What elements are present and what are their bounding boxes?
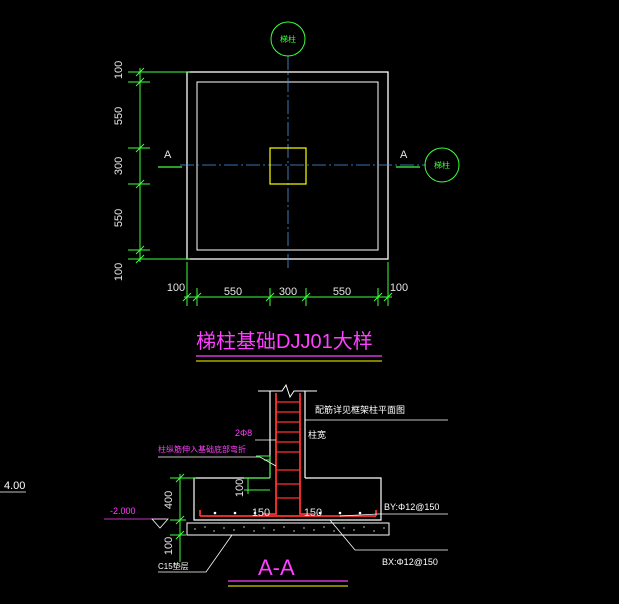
dim-150-left: 150	[252, 507, 270, 519]
cushion-layer	[186, 522, 390, 536]
leader-c15	[158, 534, 233, 573]
section-title: A-A	[258, 555, 295, 580]
note-by: BY:Φ12@150	[384, 502, 439, 512]
vdim-4: 100	[113, 263, 125, 281]
foundation-outline-outer	[186, 71, 389, 260]
hdim-0: 100	[167, 282, 185, 294]
section-mark-left: A	[164, 149, 172, 161]
hdim-4: 100	[390, 282, 408, 294]
hdim-2: 300	[279, 286, 297, 298]
detail-title-text: 梯柱基础DJJ01大样	[196, 330, 373, 353]
vertical-dimension	[128, 67, 190, 264]
section-height-dim	[170, 473, 196, 562]
foundation-outline-inner	[196, 81, 379, 251]
axis-label-right: 梯柱	[434, 160, 450, 170]
elevation-left: 4.00	[4, 480, 25, 492]
note-top: 配筋详见框架柱平面图	[315, 404, 405, 415]
note-c15: C15垫层	[158, 561, 189, 571]
vdim-0: 100	[113, 61, 125, 79]
note-col-width: 柱宽	[308, 429, 326, 440]
leader-bx	[329, 519, 448, 551]
elevation-foundation: -2.000	[110, 506, 136, 516]
axis-label-top: 梯柱	[280, 34, 296, 44]
cushion-hatch	[194, 526, 385, 532]
leader-stirrup	[158, 456, 277, 467]
section-height-100: 100	[163, 537, 175, 555]
edge-100-label: 100	[234, 479, 246, 497]
edge-100-dim	[244, 455, 271, 494]
note-bx: BX:Φ12@150	[382, 557, 438, 567]
stirrups	[276, 401, 300, 499]
column-square	[269, 147, 307, 185]
note-stirrup: 柱纵筋伸入基础底部弯折	[158, 444, 246, 454]
hdim-3: 550	[333, 286, 351, 298]
hdim-1: 550	[224, 286, 242, 298]
foundation-section	[193, 477, 382, 521]
vdim-3: 550	[113, 209, 125, 227]
section-view: 400 100 100 150 150 4.00 -2.000 配筋详见框架柱平…	[0, 383, 448, 587]
section-height-400: 400	[163, 491, 175, 509]
axis-bubble-right	[424, 147, 460, 183]
detail-title: 梯柱基础DJJ01大样	[196, 330, 382, 362]
vdim-1: 550	[113, 107, 125, 125]
rebar-dots	[213, 511, 362, 515]
note-2phi: 2Φ8	[235, 428, 252, 438]
horizontal-dimension	[182, 262, 393, 306]
column-break-line	[258, 383, 317, 399]
section-mark-right: A	[400, 149, 408, 161]
elevation-triangle	[151, 518, 169, 529]
leader-by	[339, 513, 448, 517]
vdim-2: 300	[113, 157, 125, 175]
plan-view: A A 梯柱 梯柱 100 550 300 550 100	[113, 21, 460, 306]
dim-150-right: 150	[304, 507, 322, 519]
axis-bubble-top	[270, 21, 306, 57]
